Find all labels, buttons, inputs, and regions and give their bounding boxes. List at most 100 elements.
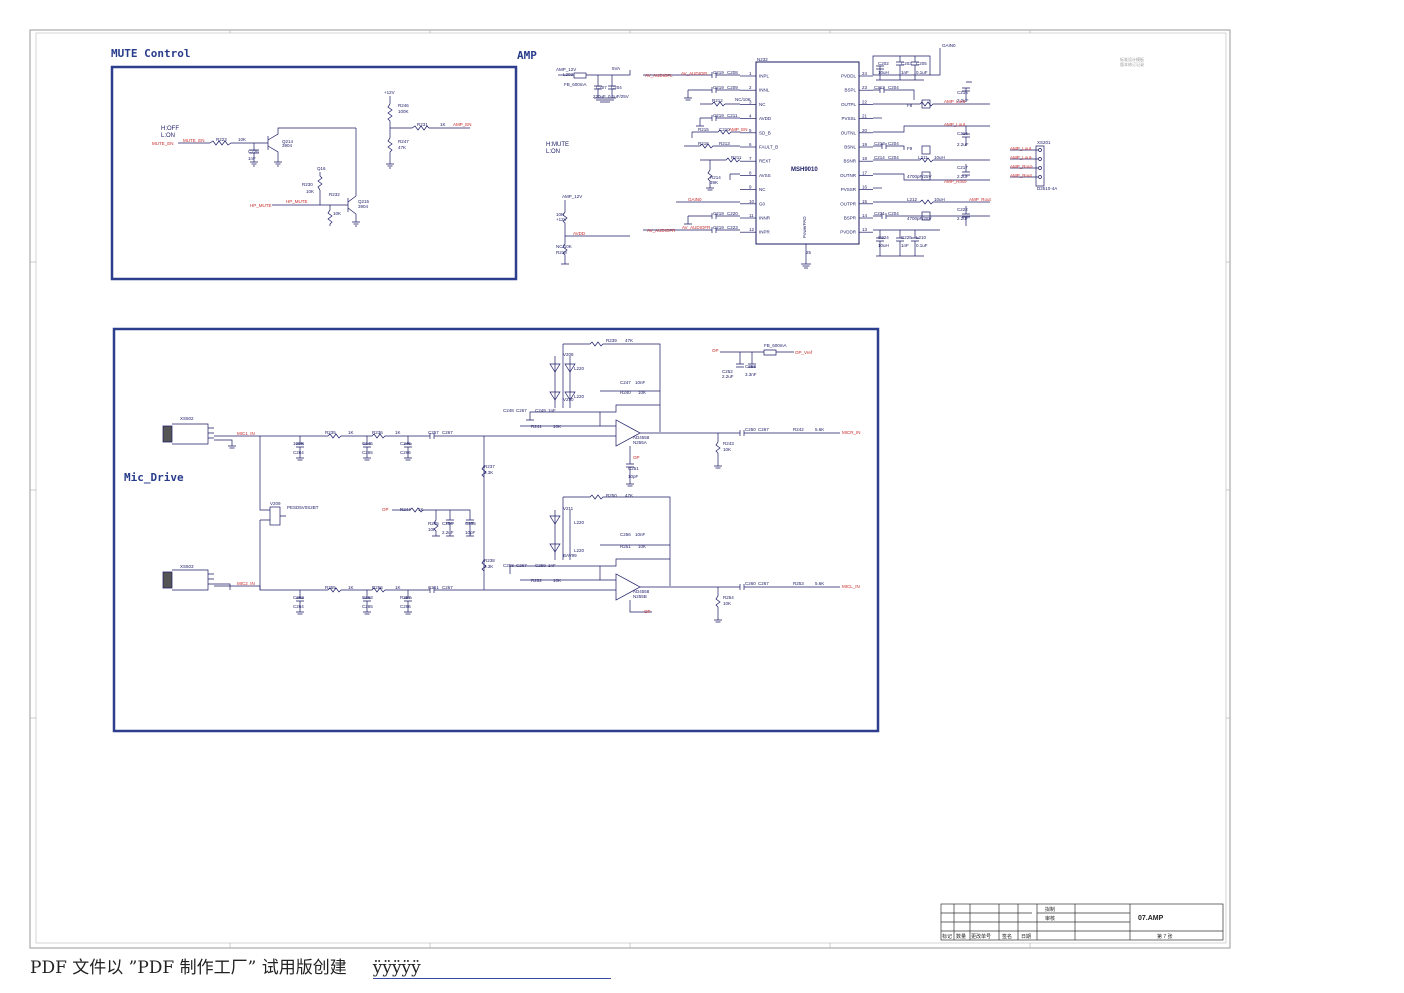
svg-text:0.1uF: 0.1uF bbox=[916, 243, 928, 248]
svg-text:R238: R238 bbox=[484, 558, 495, 563]
svg-text:5VA: 5VA bbox=[612, 66, 620, 71]
amp-pin-number-left: 7 bbox=[749, 156, 752, 161]
amp-pin-number-right: 19 bbox=[862, 142, 868, 147]
svg-text:C209: C209 bbox=[727, 85, 738, 90]
svg-text:220uF: 220uF bbox=[593, 94, 606, 99]
svg-text:10K: 10K bbox=[333, 211, 341, 216]
svg-text:C211: C211 bbox=[727, 113, 738, 118]
svg-text:1nF: 1nF bbox=[248, 156, 256, 161]
svg-text:R230: R230 bbox=[302, 182, 313, 187]
svg-text:0.1uF/25V: 0.1uF/25V bbox=[608, 94, 629, 99]
mute-section-title: MUTE Control bbox=[111, 47, 190, 60]
mic-labels: XS502 XS503 MIC1_IN MIC2_IN MICR_IN MICL… bbox=[180, 338, 861, 614]
amp-pin-name-left: FAULT_B bbox=[759, 145, 778, 150]
svg-text:R254: R254 bbox=[723, 595, 734, 600]
svg-text:C263: C263 bbox=[362, 595, 373, 600]
svg-text:C247: C247 bbox=[620, 380, 631, 385]
amp-pin-number-left: 3 bbox=[749, 99, 752, 104]
net-amp-en: AMP_EN bbox=[453, 122, 472, 127]
footer-text: PDF 文件以 ”PDF 制作工厂” 试用版创建 bbox=[30, 958, 347, 978]
svg-text:AMP_EN: AMP_EN bbox=[729, 127, 748, 132]
svg-text:AMP_Lout: AMP_Lout bbox=[1010, 146, 1032, 151]
svg-text:1K: 1K bbox=[348, 430, 354, 435]
amp-pin-number-left: 8 bbox=[749, 170, 752, 175]
mute-wires bbox=[178, 96, 470, 226]
svg-text:C203: C203 bbox=[901, 61, 912, 66]
svg-text:R250: R250 bbox=[606, 493, 617, 498]
svg-text:3.3nF: 3.3nF bbox=[745, 372, 757, 377]
svg-text:C219: C219 bbox=[713, 211, 724, 216]
svg-text:C264: C264 bbox=[293, 604, 304, 609]
svg-text:+12V: +12V bbox=[556, 217, 567, 222]
svg-text:C248: C248 bbox=[503, 408, 514, 413]
svg-text:10K: 10K bbox=[306, 189, 314, 194]
amp-pin-number-right: 23 bbox=[862, 85, 868, 90]
svg-text:GAIN0: GAIN0 bbox=[942, 43, 956, 48]
amp-pin-number-left: 6 bbox=[749, 142, 752, 147]
svg-text:100K: 100K bbox=[398, 109, 409, 114]
svg-text:AMP_Lout-: AMP_Lout- bbox=[944, 99, 967, 104]
svg-text:R216: R216 bbox=[698, 141, 709, 146]
svg-text:R247: R247 bbox=[398, 139, 409, 144]
svg-text:AVDD: AVDD bbox=[573, 231, 586, 236]
svg-text:R253: R253 bbox=[793, 581, 804, 586]
svg-text:C204: C204 bbox=[888, 155, 899, 160]
svg-text:V211: V211 bbox=[563, 506, 574, 511]
svg-text:2.2uF: 2.2uF bbox=[722, 374, 734, 379]
net-hp-mute-in: HP_MUTE bbox=[250, 203, 272, 208]
svg-text:C204: C204 bbox=[611, 85, 622, 90]
amp-pin-number-left: 1 bbox=[749, 71, 752, 76]
svg-text:XS201: XS201 bbox=[1037, 140, 1051, 145]
svg-text:C210: C210 bbox=[719, 127, 730, 132]
svg-text:C258: C258 bbox=[503, 563, 514, 568]
svg-text:C219: C219 bbox=[713, 113, 724, 118]
svg-text:R213: R213 bbox=[719, 141, 730, 146]
svg-text:1K: 1K bbox=[440, 122, 446, 127]
mute-part-labels: R223 10K C226 1nF Q214 3904 R246 100K R2… bbox=[216, 103, 446, 216]
svg-text:10K: 10K bbox=[723, 447, 731, 452]
svg-text:C222: C222 bbox=[957, 207, 968, 212]
svg-text:BAV99: BAV99 bbox=[563, 553, 577, 558]
amp-output-wires bbox=[872, 48, 1045, 257]
svg-text:R215: R215 bbox=[698, 127, 709, 132]
svg-text:R211: R211 bbox=[731, 155, 742, 160]
svg-text:C204: C204 bbox=[888, 85, 899, 90]
svg-text:C261: C261 bbox=[428, 585, 439, 590]
tb-designed: 拟制 bbox=[1045, 906, 1055, 913]
svg-text:C265: C265 bbox=[362, 450, 373, 455]
svg-text:OP: OP bbox=[712, 348, 719, 353]
svg-text:R257: R257 bbox=[400, 595, 411, 600]
svg-text:C205: C205 bbox=[916, 61, 927, 66]
svg-text:AMP_Rout: AMP_Rout bbox=[969, 197, 992, 202]
svg-text:OP: OP bbox=[382, 507, 389, 512]
svg-text:C204: C204 bbox=[888, 141, 899, 146]
svg-text:AD4558: AD4558 bbox=[633, 589, 650, 594]
svg-text:版本修订记录: 版本修订记录 bbox=[1120, 61, 1144, 67]
svg-text:1nF: 1nF bbox=[548, 563, 556, 568]
tb-checked: 审核 bbox=[1045, 915, 1055, 922]
tb-drawing-name: 07.AMP bbox=[1138, 915, 1164, 922]
svg-text:C264: C264 bbox=[293, 450, 304, 455]
amp-pin-number-left: 5 bbox=[749, 128, 752, 133]
svg-text:MIC2_IN: MIC2_IN bbox=[237, 581, 255, 586]
svg-text:10K: 10K bbox=[556, 212, 564, 217]
svg-text:L220: L220 bbox=[574, 366, 585, 371]
svg-text:R239: R239 bbox=[606, 338, 617, 343]
amp-output-labels: C202 10uH C203 1nF C205 0.1uF C212 C204 … bbox=[874, 56, 1144, 248]
tb-header-date: 日期 bbox=[1021, 934, 1031, 940]
svg-text:C202: C202 bbox=[878, 61, 889, 66]
svg-text:D2510-4A: D2510-4A bbox=[1037, 186, 1057, 191]
svg-text:2.2uF: 2.2uF bbox=[957, 174, 969, 179]
svg-text:1K: 1K bbox=[418, 507, 424, 512]
svg-text:10K: 10K bbox=[238, 137, 246, 142]
svg-text:C267: C267 bbox=[516, 563, 527, 568]
svg-text:R237: R237 bbox=[484, 464, 495, 469]
svg-text:C217: C217 bbox=[957, 165, 968, 170]
svg-text:10K: 10K bbox=[638, 544, 646, 549]
svg-text:AMP_Rout-: AMP_Rout- bbox=[944, 179, 968, 184]
svg-text:XS502: XS502 bbox=[180, 416, 194, 421]
svg-text:C221: C221 bbox=[874, 211, 885, 216]
amp-section-title: AMP bbox=[517, 49, 537, 62]
